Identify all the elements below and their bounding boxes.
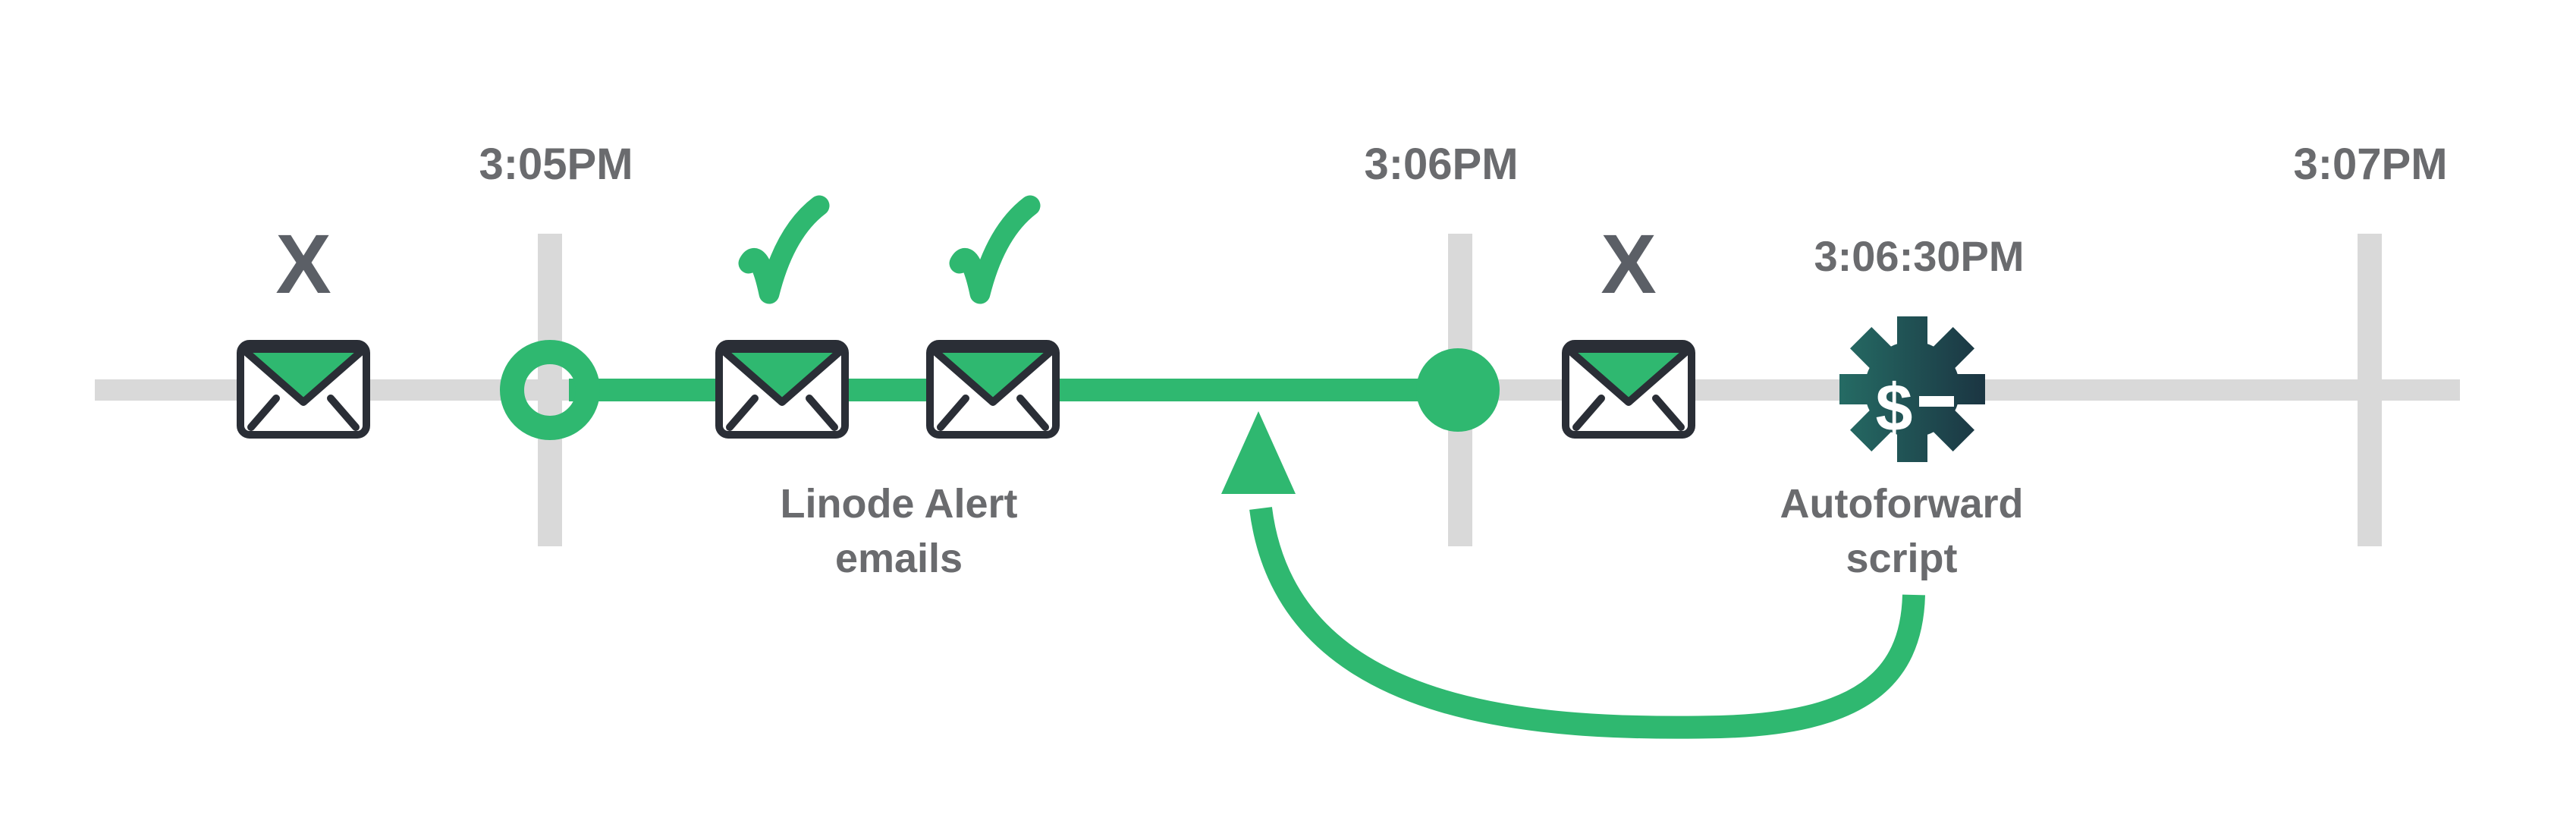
tick-label-3-06: 3:06PM: [1364, 140, 1518, 189]
gear-tooth-ne: [1932, 327, 1974, 370]
gear-tooth-w: [1839, 374, 1868, 404]
cursor-dash-icon: [1919, 396, 1954, 407]
gear-tooth-sw: [1850, 409, 1893, 451]
gear-tooth-s: [1897, 433, 1927, 462]
gear-tooth-se: [1932, 409, 1974, 451]
gear-tooth-e: [1956, 374, 1985, 404]
check-icon-2: [960, 206, 1030, 294]
gear-body: [1864, 341, 1960, 437]
window-end-dot: [1416, 348, 1500, 432]
tick-3-05: [538, 234, 562, 546]
envelope-icon-alert-1: [719, 344, 845, 435]
caption-linode-alert-line1: Linode Alert: [780, 481, 1017, 527]
gear-tooth-nw: [1850, 327, 1893, 370]
gear-dollar-icon: $: [1839, 316, 1985, 462]
envelope-icon-missed-after: [1566, 344, 1692, 435]
check-icon-1: [749, 206, 819, 294]
gear-tooth-n: [1897, 316, 1927, 345]
x-mark-after: X: [1601, 218, 1656, 311]
envelope-icon-missed-before: [240, 344, 366, 435]
x-mark-before: X: [275, 218, 331, 311]
window-start-ring: [500, 340, 600, 440]
loop-arrow-tail: [1249, 507, 1925, 739]
event-time-3-06-30: 3:06:30PM: [1814, 232, 2024, 280]
dollar-sign: $: [1876, 370, 1913, 445]
tick-label-3-05: 3:05PM: [479, 140, 633, 189]
caption-linode-alert-line2: emails: [835, 536, 963, 581]
caption-autoforward-line2: script: [1846, 536, 1957, 581]
loop-arrow-head: [1221, 411, 1296, 494]
tick-label-3-07: 3:07PM: [2293, 140, 2447, 189]
tick-3-07: [2358, 234, 2382, 546]
caption-autoforward-line1: Autoforward: [1780, 481, 2024, 527]
envelope-icon-alert-2: [930, 344, 1056, 435]
